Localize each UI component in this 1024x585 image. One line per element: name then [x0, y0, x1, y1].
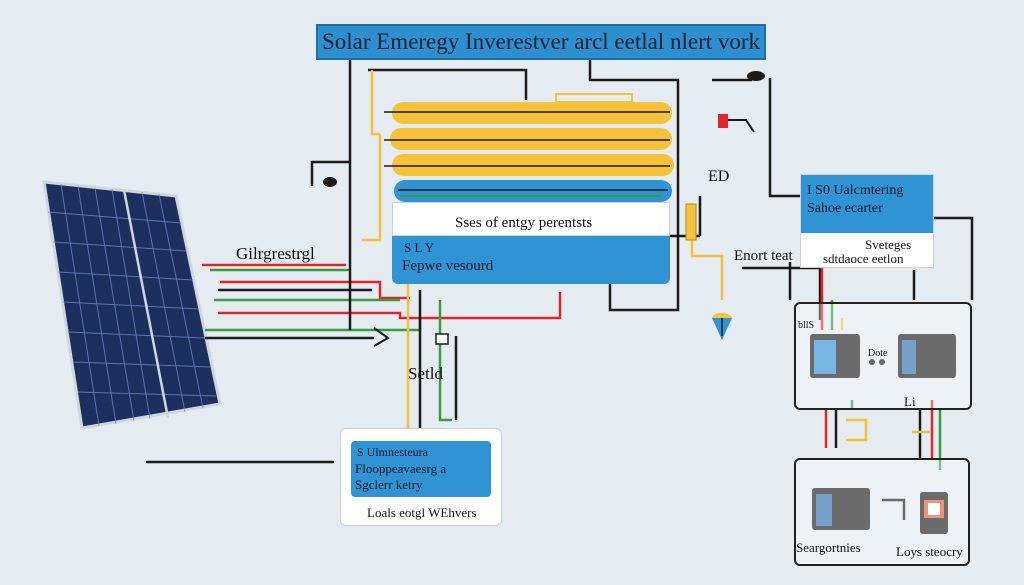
battery-bank-box — [794, 302, 972, 410]
monitor-line2: Sahoe ecarter — [807, 201, 883, 216]
loads-label: Loys steocry — [896, 544, 963, 559]
control-wires — [362, 70, 942, 520]
controller-info-panel: S Ulmnesteura Flooppeavaesrg a Sgclerr k… — [351, 441, 491, 497]
bus-caption-box: Sses of entgy perentsts — [392, 202, 670, 236]
load-box — [794, 458, 970, 566]
controller-line2: Flooppeavaesrg a — [355, 461, 447, 476]
diagram-title: Solar Emeregy Inverestver arcl eetlal nl… — [316, 24, 766, 60]
controller-line3: Sgclerr ketry — [355, 477, 423, 492]
monitor-caption-1: Sveteges — [865, 237, 912, 252]
monitor-line1: I S0 Ualcmtering — [807, 183, 904, 198]
controller-caption: Loals eotgl WEhvers — [367, 505, 477, 520]
controller-line1: S Ulmnesteura — [357, 445, 428, 459]
battery-left-label: bllS — [798, 320, 815, 331]
bus-info-line2: Fepwe vesourd — [402, 258, 494, 274]
panel-label: Gilrgrestrgl — [236, 244, 315, 263]
connection-dots — [869, 359, 885, 365]
battery-li-label: Li — [904, 394, 916, 409]
bus-caption: Sses of entgy perentsts — [455, 215, 593, 231]
ed-label: ED — [708, 168, 730, 185]
setld-label: Setld — [408, 364, 443, 383]
bus-info-panel: S L Y Fepwe vesourd — [392, 236, 670, 284]
enort-label: Enort teat — [734, 248, 793, 264]
monitor-info-panel: I S0 Ualcmtering Sahoe ecarter — [801, 175, 933, 233]
controller-box: S Ulmnesteura Flooppeavaesrg a Sgclerr k… — [340, 428, 502, 526]
fuse-icon — [712, 313, 732, 340]
battery-mid-label: Dote — [868, 348, 888, 359]
monitor-caption-2: sdtdaoce eetlon — [823, 251, 904, 266]
connector-icons — [323, 71, 765, 347]
monitor-box: I S0 Ualcmtering Sahoe ecarter Sveteges … — [800, 174, 934, 268]
bus-info-line1: S L Y — [404, 240, 435, 255]
bus-bars — [384, 93, 674, 202]
solar-panel-icon — [42, 180, 222, 430]
battery-icon — [810, 334, 956, 534]
storage-label: Seargortnies — [796, 540, 861, 555]
